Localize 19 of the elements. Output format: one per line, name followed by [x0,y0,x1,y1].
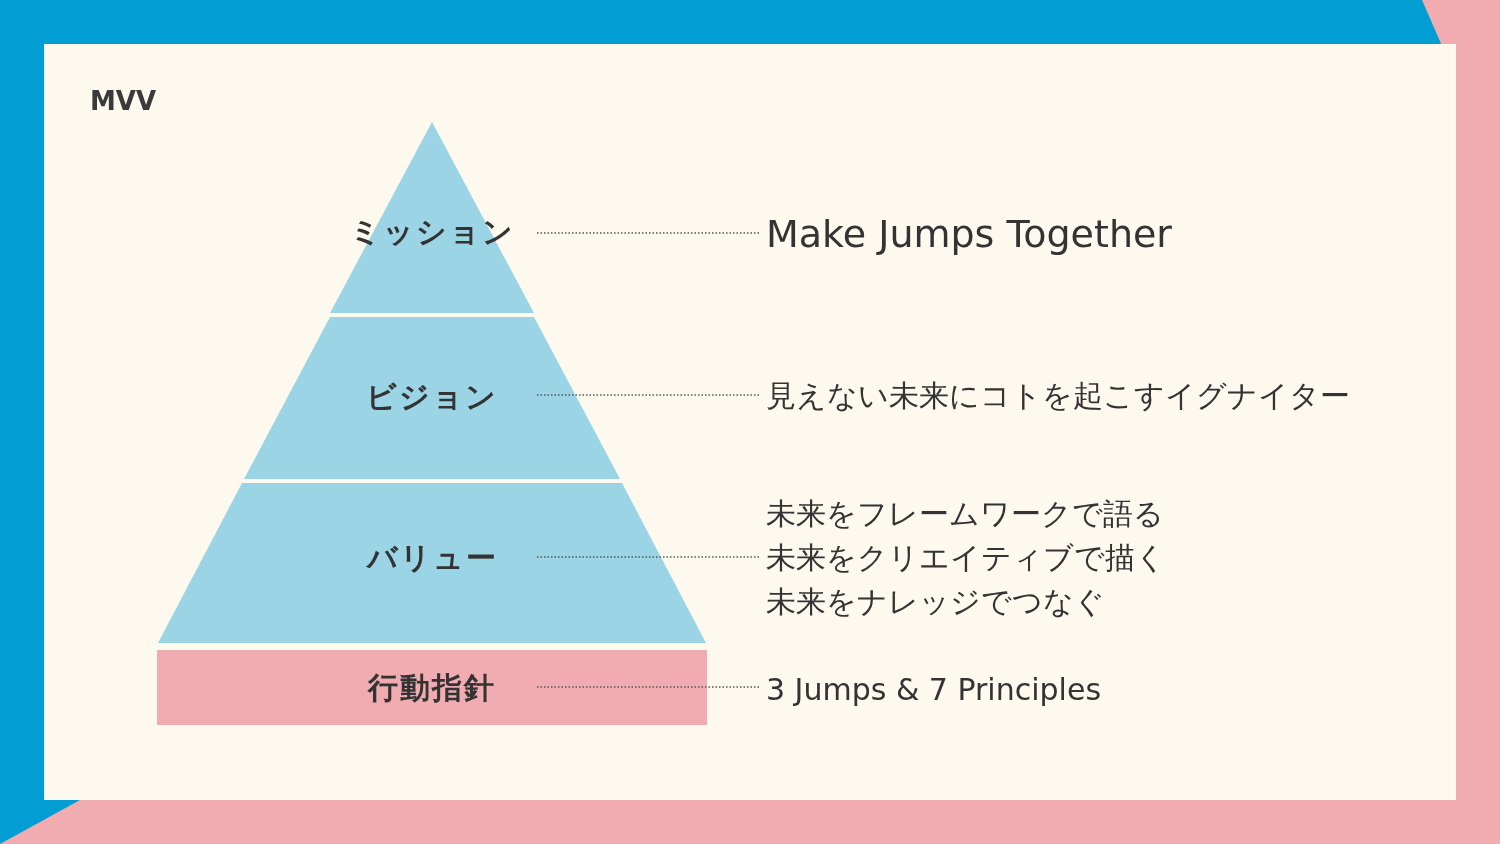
tier-label: 行動指針 [366,669,497,707]
statement-text: 未来をフレームワークで語る [766,495,1165,533]
leader-line [536,686,761,688]
title: MVV [90,86,157,116]
pyramid-tier [244,317,620,479]
statement-text: 未来をナレッジでつなぐ [766,583,1106,621]
pyramid-tier [158,483,706,643]
statement-text: 3 Jumps & 7 Principles [766,671,1101,709]
leader-line [536,232,761,234]
statement-text: Make Jumps Together [766,211,1172,258]
statement-text: 未来をクリエイティブで描く [766,539,1166,577]
leader-line [536,394,761,396]
pyramid-tier [330,122,534,313]
tier-label: ミッション [348,213,516,251]
pyramid-tier [157,650,707,725]
leader-line [536,556,761,558]
statement-text: 見えない未来にコトを起こすイグナイター [766,377,1350,415]
tier-label: バリュー [365,539,499,577]
tier-label: ビジョン [365,378,499,416]
